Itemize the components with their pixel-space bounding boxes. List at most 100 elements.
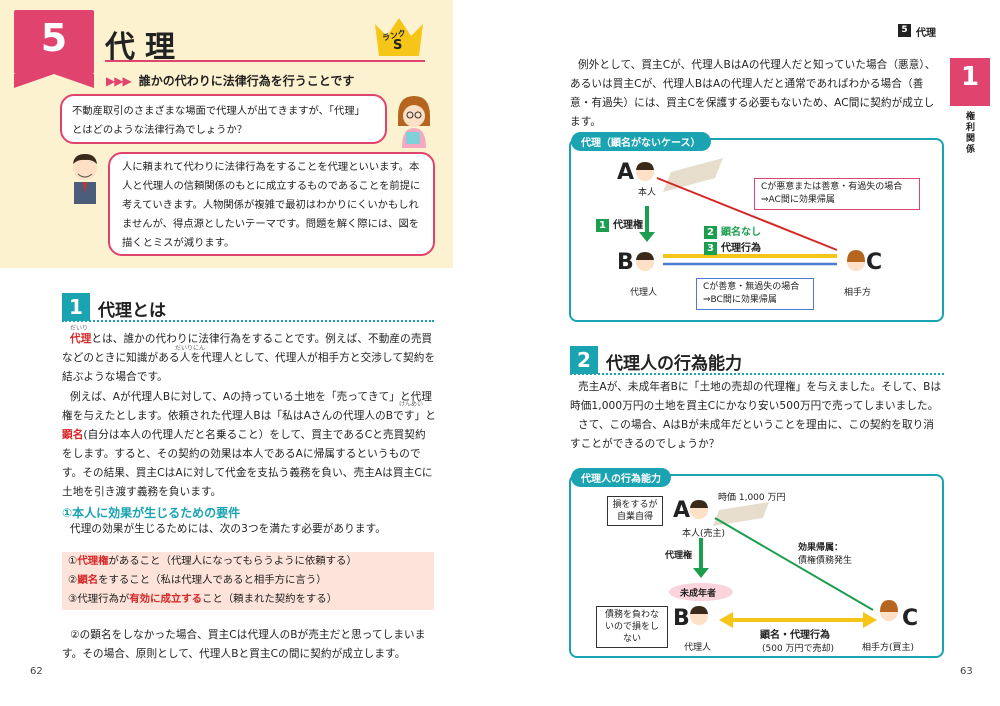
requirements-box: ①代理権があること（代理人になってもらうように依頼する） ②顕名をすること（私は… [62, 552, 434, 610]
requirement-item: ①代理権があること（代理人になってもらうように依頼する） [62, 552, 434, 571]
question-text: 不動産取引のさまざまな場面で代理人が出てきますが、「代理」とはどのような法律行為… [72, 105, 365, 136]
ruby-dairinin: だいりにん [175, 345, 206, 352]
act-label: 顕名・代理行為 [760, 630, 830, 641]
person-c-role: 相手方(買主) [862, 643, 915, 653]
note-line: Cが善意・無過失の場合 [703, 282, 800, 292]
answer-text: 人に頼まれて代わりに法律行為をすることを代理といいます。本人と代理人の信頼関係の… [122, 161, 421, 249]
paragraph-text: 代理人 [201, 352, 234, 364]
note-line: Cが悪意または善意・有過失の場合 [761, 182, 903, 192]
person-a-role: 本人 [638, 188, 657, 198]
note-good-faith: Cが善意・無過失の場合 ⇒BC間に効果帰属 [696, 278, 814, 310]
side-tab-label: 権利関係 [966, 112, 976, 155]
chapter-number-flag: 5 [14, 10, 94, 88]
section-divider [62, 320, 434, 322]
person-b-role: 代理人 [630, 288, 658, 298]
rank-crown-icon [375, 18, 423, 56]
effect-label: 効果帰属： 債権債務発生 [798, 540, 852, 566]
paragraph-text: (自分は本人の代理人だと名乗ること）をして、買主であるCと売買契約をします。する… [62, 429, 433, 498]
paragraph: 代理とは、誰かの代わりに法律行為をすることです。例えば、不動産の売買などのときに… [62, 330, 436, 387]
req-text: こと（頼まれた契約をする） [202, 593, 338, 605]
question-bubble: 不動産取引のさまざまな場面で代理人が出てきますが、「代理」とはどのような法律行為… [60, 94, 387, 144]
page-number-right: 63 [960, 666, 973, 677]
section-title: 代理とは [98, 301, 166, 321]
running-header-title: 代理 [916, 28, 936, 39]
person-b-role: 代理人 [684, 643, 712, 653]
section-title: 代理人の行為能力 [606, 354, 742, 374]
paragraph: 売主Aが、未成年者Bに「土地の売却の代理権」を与えました。そして、Bは時価1,0… [570, 381, 942, 412]
step-grant: 1 代理権 [596, 216, 643, 232]
req-num: ① [68, 555, 78, 567]
note-line: ⇒BC間に効果帰属 [703, 295, 777, 305]
chapter-subtitle-text: 誰かの代わりに法律行為を行うことです [138, 74, 355, 88]
chapter-number: 5 [40, 16, 68, 60]
person-b-label: B [617, 250, 634, 275]
requirement-item: ③代理行為が有効に成立すること（頼まれた契約をする） [62, 590, 434, 609]
running-header-number: 5 [898, 24, 911, 37]
chapter-subtitle: ▶▶▶ 誰かの代わりに法律行為を行うことです [106, 72, 354, 89]
req-text: があること（代理人になってもらうように依頼する） [108, 555, 357, 567]
subsection-heading: ①本人に効果が生じるための要件 [62, 506, 241, 520]
step-text: 代理権 [613, 220, 643, 231]
grant-label: 代理権 [665, 551, 693, 561]
chapter-title: 代理 [105, 30, 185, 65]
diagram-lines [636, 158, 865, 271]
ruby-dairi: だいり [70, 325, 89, 332]
paragraph: 例えば、Aが代理人Bに対して、Aの持っている土地を「売ってきて」と代理権を与えた… [62, 388, 436, 502]
step-no-disclosure: 2 顕名なし [704, 223, 761, 239]
person-c-label: C [902, 606, 919, 631]
act-sublabel: (500 万円で売却) [762, 644, 835, 654]
minor-label: 未成年者 [680, 589, 717, 599]
term-kenmei: 顕名 [62, 429, 84, 441]
section-divider [570, 373, 944, 375]
effect-line: 効果帰属： [798, 543, 844, 553]
chapter-side-tab: 1 [950, 58, 990, 106]
paragraph: 例外として、買主Cが、代理人BはAの代理人だと知っていた場合（悪意）、あるいは買… [570, 59, 936, 128]
note-line: ⇒AC間に効果帰属 [761, 195, 835, 205]
step-number: 1 [596, 219, 609, 232]
step-text: 顕名なし [721, 227, 761, 238]
section-number: 1 [62, 293, 90, 321]
land-price: 時価 1,000 万円 [718, 493, 786, 503]
req-term: 代理権 [77, 555, 109, 567]
paragraph: ②の顕名をしなかった場合、買主Cは代理人のBが売主だと思ってしまいます。その場合… [62, 629, 426, 660]
title-underline [105, 60, 425, 62]
person-c-role: 相手方 [844, 288, 872, 298]
paragraph-text: とは、誰かの代わりに法律行為をすることです。例えば、不動産の売買などのときに知識… [62, 333, 433, 364]
person-a-label: A [673, 498, 691, 523]
ruby-kenmei: けんめい [399, 401, 424, 408]
section-number: 2 [570, 346, 598, 374]
note-bad-faith: Cが悪意または善意・有過失の場合 ⇒AC間に効果帰属 [754, 178, 920, 210]
diagram-label: 代理人の行為能力 [571, 468, 671, 487]
diagram-lines [669, 500, 898, 628]
step-agency-act: 3 代理行為 [704, 239, 761, 255]
term-dairi: 代理 [70, 333, 92, 345]
paragraph: 代理の効果が生じるためには、次の3つを満たす必要があります。 [70, 523, 386, 535]
answer-bubble: 人に頼まれて代わりに法律行為をすることを代理といいます。本人と代理人の信頼関係の… [108, 152, 435, 256]
paragraph-text: 例えば、Aが代理人Bに対して、Aの持っている土地を「売ってきて」と代理権を与えた… [62, 391, 436, 422]
diagram-label: 代理（顕名がないケース） [571, 132, 711, 151]
person-a-role: 本人(売主) [682, 529, 726, 539]
box-minor-note: 債務を負わないので損をしない [596, 606, 668, 648]
man-character-icon [73, 154, 97, 204]
page-number-left: 62 [30, 666, 43, 677]
person-c-label: C [866, 250, 883, 275]
req-text: ③代理行為が [68, 593, 130, 605]
person-a-label: A [617, 160, 635, 185]
arrow-icons: ▶▶▶ [106, 74, 132, 88]
side-tab-number: 1 [960, 62, 980, 92]
woman-character-icon [398, 96, 430, 148]
box-principal-note: 損をするが自業自得 [607, 496, 663, 526]
req-num: ② [68, 574, 78, 586]
person-b-label: B [673, 606, 690, 631]
step-text: 代理行為 [721, 243, 761, 254]
req-term: 顕名 [77, 574, 99, 586]
step-number: 2 [704, 226, 717, 239]
paragraph: さて、この場合、AはBが未成年だということを理由に、この契約を取り消すことができ… [570, 419, 935, 450]
requirement-item: ②顕名をすること（私は代理人であると相手方に言う） [62, 571, 434, 590]
step-number: 3 [704, 242, 717, 255]
paragraph-text: として、代理人が相手方と交渉して契約を結ぶような場合です。 [62, 352, 436, 383]
rank-value: S [393, 38, 403, 53]
effect-line: 債権債務発生 [798, 556, 853, 566]
req-text: をすること（私は代理人であると相手方に言う） [98, 574, 327, 586]
req-term: 有効に成立する [129, 593, 203, 605]
